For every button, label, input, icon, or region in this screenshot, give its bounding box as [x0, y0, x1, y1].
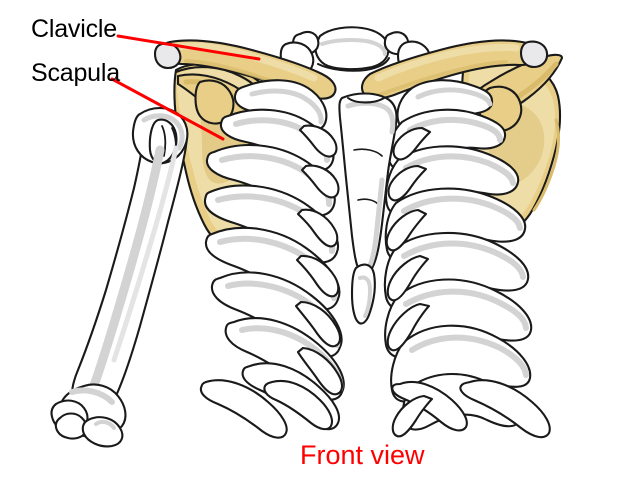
label-clavicle: Clavicle [31, 15, 117, 43]
sternum [338, 92, 398, 325]
acromioclavicular-joint-left [153, 42, 182, 70]
label-scapula: Scapula [31, 59, 120, 87]
leader-line-scapula [110, 77, 225, 141]
leader-line-clavicle [116, 34, 261, 61]
humerus [50, 106, 189, 448]
ribs-left [199, 79, 345, 439]
ribs-right [383, 79, 551, 439]
caption-front-view: Front view [300, 440, 425, 470]
leader-lines [110, 34, 261, 141]
acromioclavicular-joint-right [519, 40, 549, 69]
